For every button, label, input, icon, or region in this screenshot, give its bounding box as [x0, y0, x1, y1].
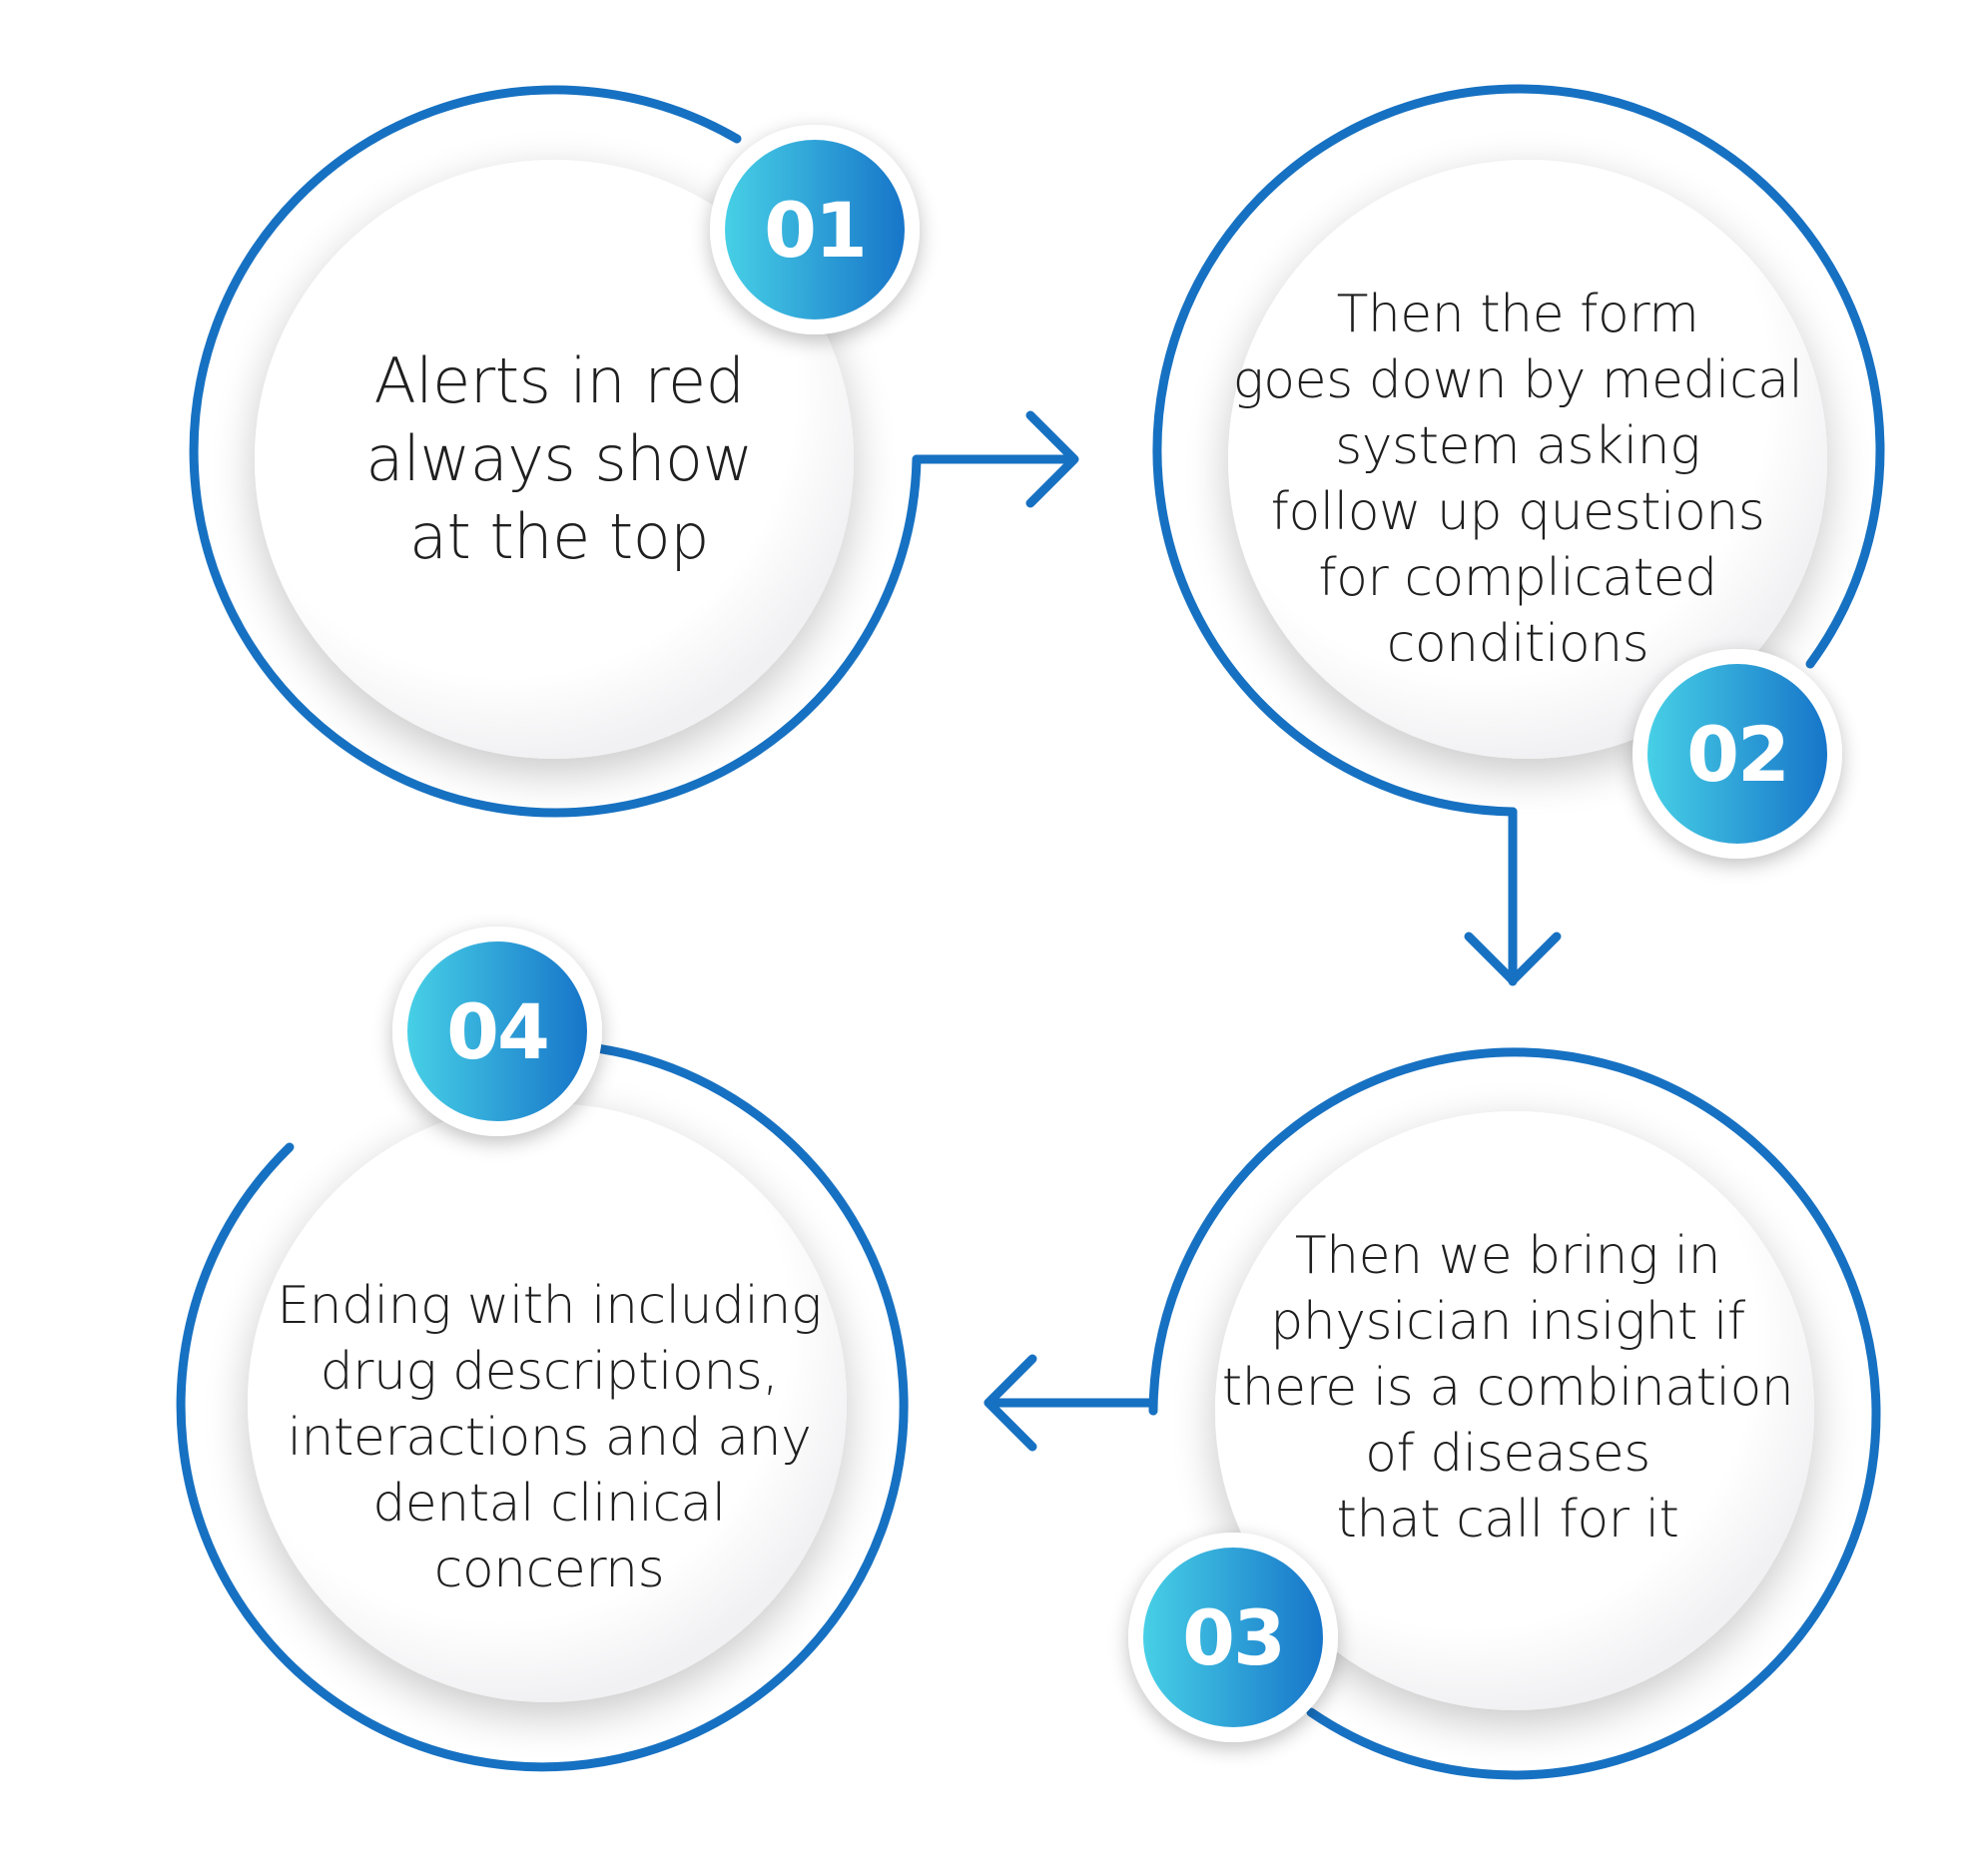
step-3-ring — [1148, 1047, 1881, 1780]
arrow-down-icon — [1464, 807, 1562, 986]
step-3-line: that call for it — [1336, 1490, 1679, 1550]
step-4-ring — [176, 1042, 909, 1772]
step-2-line: goes down by medical — [1232, 350, 1803, 410]
step-3-number: 03 — [1182, 1592, 1286, 1682]
step-4-badge — [407, 941, 587, 1121]
step-3 — [1128, 1047, 1881, 1780]
step-3-line: of diseases — [1365, 1424, 1650, 1484]
step-2-line: Then the form — [1336, 285, 1699, 344]
step-1 — [189, 85, 922, 818]
step-1-disk — [255, 160, 854, 759]
step-4 — [176, 927, 909, 1772]
arrow-left-icon — [983, 1354, 1158, 1452]
step-1-number: 01 — [764, 185, 868, 275]
step-2 — [1152, 84, 1885, 859]
step-4-line: Ending with including — [277, 1276, 822, 1336]
step-3-line: there is a combination — [1221, 1358, 1794, 1418]
step-3-disk — [1215, 1111, 1814, 1710]
step-2-number: 02 — [1686, 709, 1790, 799]
step-3-line: physician insight if — [1270, 1292, 1745, 1352]
step-4-line: concerns — [433, 1540, 665, 1599]
step-2-line: follow up questions — [1270, 482, 1765, 542]
step-1-line: at the top — [408, 500, 710, 573]
step-2-ring — [1152, 84, 1885, 817]
step-4-line: drug descriptions, — [320, 1342, 779, 1402]
step-4-line: dental clinical — [372, 1474, 726, 1534]
step-3-text: Then we bring in physician insight if th… — [1208, 1218, 1807, 1558]
arrow-right-icon — [912, 410, 1079, 508]
step-2-line: system asking — [1335, 416, 1700, 476]
step-1-badge — [725, 140, 905, 319]
step-3-badge — [1143, 1548, 1323, 1727]
step-2-line: for complicated — [1318, 548, 1717, 608]
step-4-text: Ending with including drug descriptions,… — [250, 1268, 849, 1607]
step-2-disk — [1228, 160, 1827, 759]
step-2-line: conditions — [1386, 614, 1649, 674]
step-1-text: Alerts in red always show at the top — [290, 339, 829, 579]
step-4-number: 04 — [446, 986, 550, 1076]
step-4-disk — [248, 1103, 847, 1702]
step-3-line: Then we bring in — [1294, 1226, 1721, 1286]
step-4-line: interactions and any — [287, 1408, 812, 1468]
step-1-line: always show — [365, 422, 753, 495]
step-1-line: Alerts in red — [373, 344, 745, 417]
step-1-ring — [189, 85, 922, 818]
step-2-text: Then the form goes down by medical syste… — [1218, 280, 1817, 679]
step-2-badge — [1647, 664, 1827, 844]
